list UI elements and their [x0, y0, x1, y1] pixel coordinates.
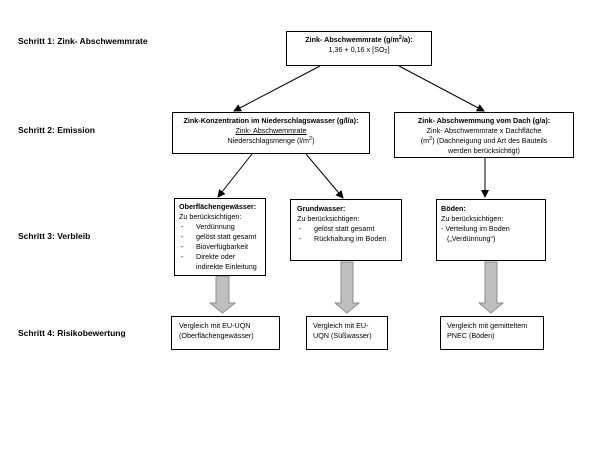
roof-box-line-2: (m2) (Dachneigung und Art des Bauteils — [420, 136, 548, 146]
surface-water-box: Oberflächengewässer: Zu berücksichtigen:… — [174, 198, 266, 276]
concentration-box-title: Zink-Konzentration im Niederschlagswasse… — [183, 116, 359, 125]
list-item: -Bioverfügbarkeit — [181, 242, 248, 252]
block-arrow-soil — [477, 261, 505, 314]
result-groundwater-box: Vergleich mit EU-UQN (Süßwasser) — [306, 316, 388, 350]
roof-box-title: Zink- Abschwemmung vom Dach (g/a): — [417, 116, 551, 125]
connector-concentration-to-surface — [217, 153, 253, 198]
groundwater-list: -gelöst statt gesamt -Rückhaltung im Bod… — [297, 224, 398, 244]
result-soil-box: Vergleich mit gemitteltem PNEC (Böden) — [440, 316, 544, 350]
concentration-box-denominator: Niederschlagsmenge (l/m2) — [227, 136, 315, 146]
soil-line-1: - Verteilung im Boden — [441, 224, 510, 234]
zinc-concentration-box: Zink-Konzentration im Niederschlagswasse… — [172, 112, 370, 154]
step-label-1: Schritt 1: Zink- Abschwemmrate — [18, 36, 148, 46]
step-label-3: Schritt 3: Verbleib — [18, 231, 91, 241]
result-surface-water-text: Vergleich mit EU-UQN (Oberflächengewässe… — [179, 321, 254, 341]
block-arrow-ground — [333, 261, 361, 314]
groundwater-box: Grundwasser: Zu berücksichtigen: -gelöst… — [290, 199, 402, 261]
groundwater-subtitle: Zu berücksichtigen: — [297, 214, 360, 224]
zinc-runoff-rate-box: Zink- Abschwemmrate (g/m2/a): 1,36 + 0,1… — [286, 31, 432, 66]
roof-box-line-3: werden berücksichtigt) — [448, 146, 520, 156]
groundwater-title: Grundwasser: — [297, 204, 346, 213]
step-label-2: Schritt 2: Emission — [18, 125, 95, 135]
connector-rate-to-roof — [398, 65, 485, 112]
surface-water-title: Oberflächengewässer: — [179, 202, 257, 211]
result-groundwater-text: Vergleich mit EU-UQN (Süßwasser) — [313, 321, 372, 341]
surface-water-list: -Verdünnung -gelöst statt gesamt -Biover… — [179, 222, 262, 272]
soil-line-2: („Verdünnung“) — [447, 234, 496, 244]
list-item: -Rückhaltung im Boden — [299, 234, 387, 244]
rate-box-formula: 1,36 + 0,16 x [SO2] — [328, 45, 390, 56]
connector-rate-to-concentration — [233, 65, 321, 112]
zinc-roof-runoff-box: Zink- Abschwemmung vom Dach (g/a): Zink-… — [394, 112, 574, 158]
rate-box-title: Zink- Abschwemmrate (g/m2/a): — [305, 35, 413, 44]
roof-box-line-1: Zink- Abschwemmrate x Dachfläche — [426, 126, 542, 136]
list-item: -gelöst statt gesamt — [299, 224, 375, 234]
concentration-box-numerator: Zink- Abschwemmrate — [235, 126, 307, 136]
result-soil-text: Vergleich mit gemitteltem PNEC (Böden) — [447, 321, 528, 341]
step-label-4: Schritt 4: Risikobewertung — [18, 328, 126, 338]
block-arrow-surface — [208, 275, 237, 314]
list-item: -gelöst statt gesamt — [181, 232, 257, 242]
surface-water-subtitle: Zu berücksichtigen: — [179, 212, 242, 222]
list-item: -Direkte oder indirekte Einleitung — [181, 252, 257, 272]
result-surface-water-box: Vergleich mit EU-UQN (Oberflächengewässe… — [171, 316, 280, 350]
soil-box: Böden: Zu berücksichtigen: - Verteilung … — [436, 199, 546, 261]
soil-title: Böden: — [441, 204, 466, 213]
soil-subtitle: Zu berücksichtigen: — [441, 214, 504, 224]
list-item: -Verdünnung — [181, 222, 235, 232]
connector-concentration-to-ground — [305, 153, 344, 199]
